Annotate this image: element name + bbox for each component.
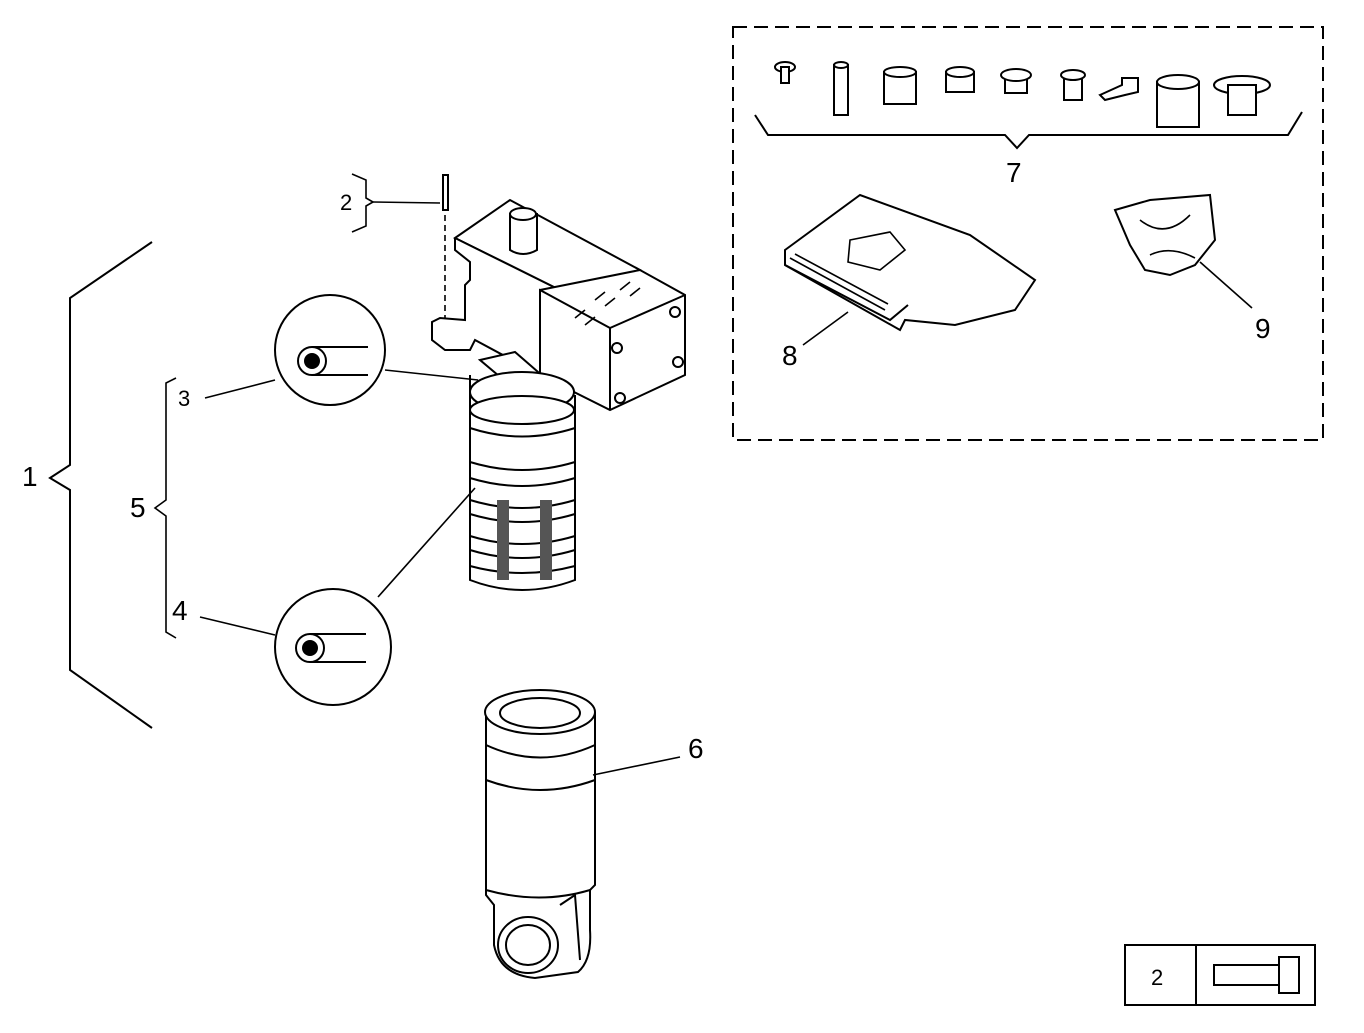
small-parts-row <box>774 61 1271 128</box>
bracket-5 <box>153 377 177 639</box>
bracket-7 <box>754 111 1303 150</box>
leader-8 <box>802 311 849 346</box>
legend-box: 2 <box>1124 944 1316 1006</box>
leader-9 <box>1199 261 1253 309</box>
kit-box <box>732 26 1324 441</box>
bracket-1 <box>48 241 153 729</box>
callout-6: 6 <box>688 733 704 764</box>
callout-3: 3 <box>178 386 190 411</box>
callout-1: 1 <box>22 461 38 492</box>
callout-5: 5 <box>130 492 146 523</box>
callout-8: 8 <box>782 340 798 371</box>
grease-sachet-9 <box>1113 193 1217 277</box>
callout-4: 4 <box>172 595 188 626</box>
leader-3 <box>204 379 276 399</box>
seal-kit-bag-8 <box>784 193 1037 332</box>
bolt-icon <box>1213 956 1300 994</box>
bracket-2 <box>351 173 441 233</box>
seal-detail-3 <box>274 294 479 406</box>
legend-number: 2 <box>1151 965 1163 990</box>
valve-block <box>431 198 686 412</box>
seal-detail-4 <box>274 487 476 706</box>
pin-part <box>442 174 449 320</box>
leader-4 <box>199 616 276 636</box>
leader-6 <box>592 756 681 776</box>
callout-9: 9 <box>1255 313 1271 344</box>
cylinder-part-6 <box>484 689 596 980</box>
callout-2: 2 <box>340 190 352 215</box>
valve-cartridge <box>469 371 576 591</box>
callout-7: 7 <box>1006 157 1022 188</box>
